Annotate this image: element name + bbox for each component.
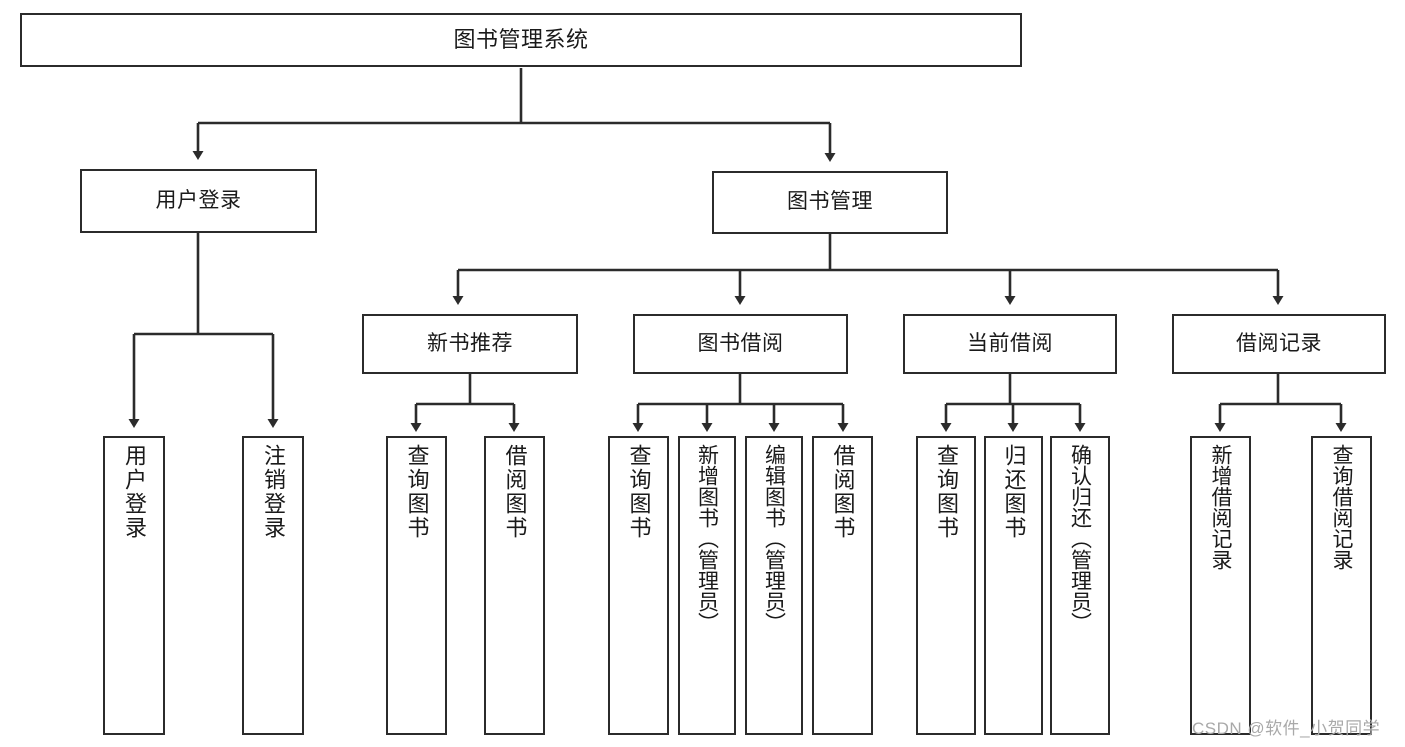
- node-label: 新增图书（管理员）: [695, 444, 719, 633]
- node-label: 借阅图书: [830, 444, 856, 540]
- node-label: 用户登录: [155, 188, 242, 212]
- node-label: 编辑图书（管理员）: [762, 444, 786, 633]
- leaf-return-book[interactable]: 归还图书: [984, 436, 1043, 735]
- node-label: 当前借阅: [967, 331, 1053, 355]
- csdn-watermark: CSDN @软件_小贺同学: [1192, 719, 1381, 738]
- node-label: 借阅记录: [1236, 331, 1322, 355]
- leaf-new-book-borrow[interactable]: 借阅图书: [484, 436, 545, 735]
- leaf-confirm-return-admin[interactable]: 确认归还（管理员）: [1050, 436, 1110, 735]
- node-label: 归还图书: [1001, 444, 1027, 540]
- leaf-add-borrow-record[interactable]: 新增借阅记录: [1190, 436, 1251, 735]
- node-user-login[interactable]: 用户登录: [80, 169, 317, 233]
- leaf-borrow-book[interactable]: 借阅图书: [812, 436, 873, 735]
- node-label: 图书管理系统: [453, 27, 589, 53]
- node-label: 图书借阅: [697, 331, 784, 355]
- node-label: 查询图书: [934, 444, 959, 540]
- node-borrow-record[interactable]: 借阅记录: [1172, 314, 1386, 374]
- node-root-system[interactable]: 图书管理系统: [20, 13, 1022, 67]
- node-label: 借阅图书: [502, 444, 528, 540]
- node-label: 注销登录: [261, 444, 286, 540]
- node-label: 新书推荐: [427, 331, 513, 355]
- leaf-user-login[interactable]: 用户登录: [103, 436, 165, 735]
- leaf-add-book-admin[interactable]: 新增图书（管理员）: [678, 436, 736, 735]
- node-label: 查询图书: [626, 444, 652, 540]
- node-label: 图书管理: [787, 190, 873, 214]
- leaf-new-book-query[interactable]: 查询图书: [386, 436, 447, 735]
- node-current-borrow[interactable]: 当前借阅: [903, 314, 1117, 374]
- leaf-edit-book-admin[interactable]: 编辑图书（管理员）: [745, 436, 803, 735]
- node-book-borrow[interactable]: 图书借阅: [633, 314, 848, 374]
- node-label: 用户登录: [122, 444, 147, 540]
- leaf-logout[interactable]: 注销登录: [242, 436, 304, 735]
- leaf-query-borrow-record[interactable]: 查询借阅记录: [1311, 436, 1372, 735]
- leaf-current-query-book[interactable]: 查询图书: [916, 436, 976, 735]
- node-label: 确认归还（管理员）: [1068, 444, 1092, 633]
- node-book-management[interactable]: 图书管理: [712, 171, 948, 234]
- node-label: 新增借阅记录: [1209, 444, 1232, 570]
- leaf-borrow-query-book[interactable]: 查询图书: [608, 436, 669, 735]
- node-label: 查询图书: [404, 444, 430, 540]
- node-new-book-recommend[interactable]: 新书推荐: [362, 314, 578, 374]
- node-label: 查询借阅记录: [1330, 444, 1353, 570]
